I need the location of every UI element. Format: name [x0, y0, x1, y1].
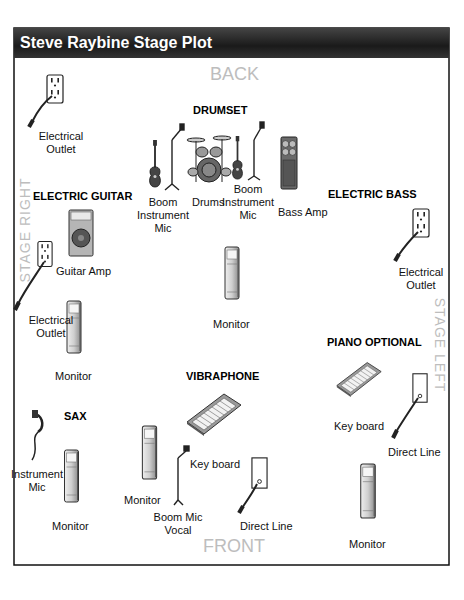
monitor-symbol [67, 301, 81, 353]
mic-label: Instrument Mic [9, 468, 65, 494]
section-heading: ELECTRIC GUITAR [33, 190, 132, 203]
boom-mic-stand [174, 446, 189, 505]
title-bar: Steve Raybine Stage Plot [14, 28, 449, 58]
monitor-symbol [361, 464, 376, 518]
guitar-amp-symbol [69, 210, 93, 256]
monitor-symbol [142, 426, 156, 479]
section-heading: ELECTRIC BASS [328, 188, 417, 201]
monitor-symbol [65, 450, 79, 502]
outlet-symbol [413, 209, 429, 237]
stage-direction: BACK [210, 64, 259, 84]
section-heading: SAX [64, 410, 87, 423]
power-cord [395, 232, 418, 261]
direct-line-cable [393, 398, 418, 438]
direct-line-label: Direct Line [388, 446, 441, 459]
instrument-mic-symbol [32, 410, 42, 460]
keyboard-label: Key board [190, 458, 240, 471]
keyboard-symbol [187, 394, 241, 436]
amp-label: Guitar Amp [56, 265, 111, 278]
direct-box-symbol [413, 374, 427, 402]
outlet-symbol [38, 242, 52, 267]
section-heading: PIANO OPTIONAL [327, 336, 422, 349]
direct-line-cable [239, 484, 257, 513]
keyboard-label: Key board [334, 420, 384, 433]
monitor-label: Monitor [55, 370, 92, 383]
power-cord [29, 96, 52, 127]
section-heading: DRUMSET [193, 104, 247, 117]
frame-border [14, 28, 449, 565]
plot-title: Steve Raybine Stage Plot [14, 28, 449, 58]
monitor-label: Monitor [52, 520, 89, 533]
stage-direction: STAGE RIGHT [17, 178, 33, 283]
boom-mic-stand [248, 122, 264, 180]
instrument-label: Drums [192, 196, 224, 209]
monitor-label: Monitor [124, 494, 161, 507]
outlet-label: Electrical Outlet [24, 314, 78, 340]
monitor-label: Monitor [213, 318, 250, 331]
section-heading: VIBRAPHONE [186, 370, 259, 383]
guitar-symbol [233, 136, 243, 179]
mic-label: Boom Instrument Mic [220, 183, 276, 222]
stage-direction: STAGE LEFT [432, 298, 448, 393]
bass-amp-symbol [281, 137, 297, 189]
outlet-label: Electrical Outlet [394, 266, 448, 292]
monitor-symbol [225, 247, 239, 299]
mic-label: Boom Mic Vocal [147, 511, 209, 537]
amp-label: Bass Amp [278, 206, 328, 219]
outlet-label: Electrical Outlet [34, 130, 88, 156]
direct-line-label: Direct Line [240, 520, 293, 533]
drum-kit [187, 136, 231, 182]
boom-mic-stand [165, 124, 184, 190]
keyboard-symbol [337, 363, 381, 397]
guitar-symbol [150, 140, 161, 187]
stage-direction: FRONT [203, 536, 265, 556]
monitor-label: Monitor [349, 538, 386, 551]
mic-label: Boom Instrument Mic [135, 196, 191, 235]
direct-box-symbol [252, 458, 267, 488]
